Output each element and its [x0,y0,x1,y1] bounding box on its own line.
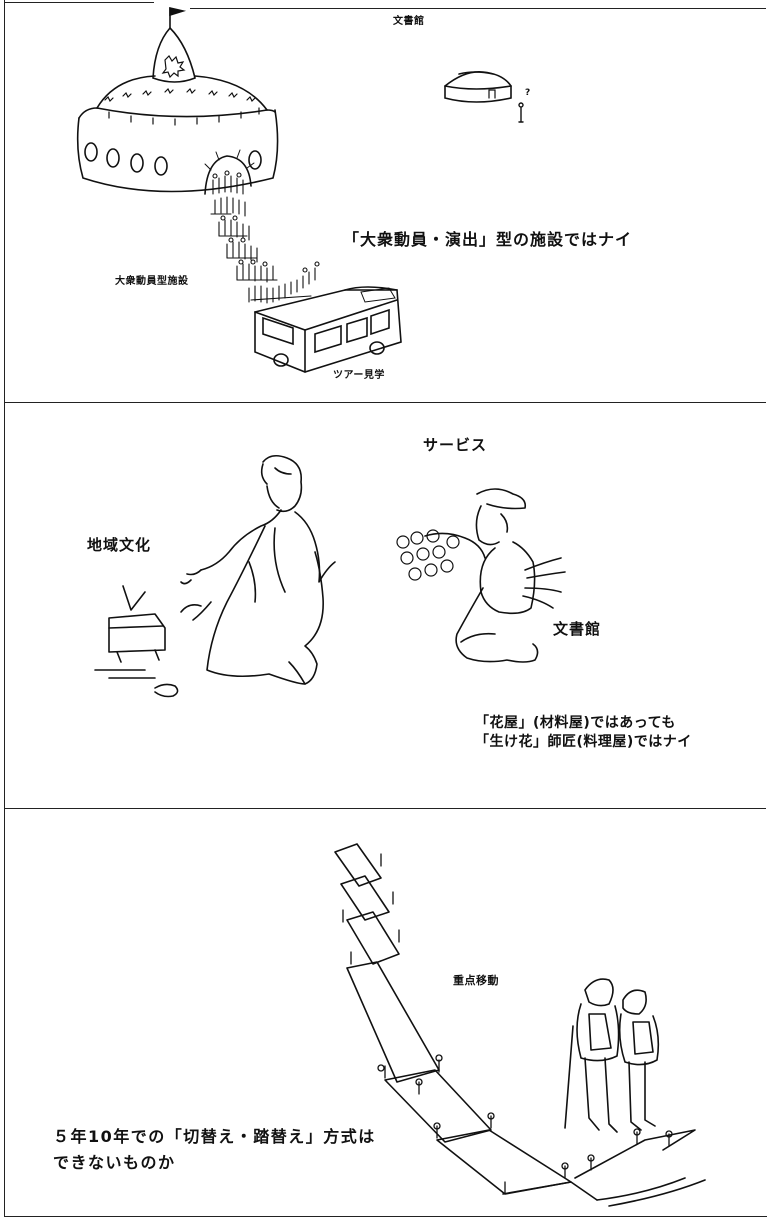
panel3-drawing [334,843,706,1207]
caption-line-1: ５年10年での「切替え・踏替え」方式は [53,1127,376,1146]
path-posts [342,853,673,1195]
dome-top-cone [152,26,196,83]
caption-switching-method: ５年10年での「切替え・踏替え」方式は できないものか [53,1124,376,1175]
flag-icon [169,6,187,29]
dome-drum [76,109,279,193]
dome-lights [104,87,260,126]
label-mass-facility: 大衆動員型施設 [115,276,189,287]
deliveryman-figure [396,488,566,663]
drum-windows [84,142,262,176]
label-archive: 文書館 [393,16,425,27]
label-question-mark: ? [525,88,531,98]
caption-line-2: 「生け花」師匠(料理屋)ではナイ [475,733,692,750]
label-regional-culture: 地域文化 [87,536,152,554]
hikers-figure [564,978,660,1133]
kneeling-woman-figure [180,454,336,685]
crowd [210,170,320,304]
label-archive: 文書館 [553,620,602,638]
panel-flower-shop: サービス 地域文化 文書館 「花屋」(材料屋)ではあっても 「生け花」師匠(料理… [5,402,767,808]
panel2-drawing [94,454,566,698]
person-question-icon [518,102,524,123]
caption-flower-shop: 「花屋」(材料屋)ではあっても 「生け花」師匠(料理屋)ではナイ [475,714,692,752]
regional-culture-box [94,585,179,698]
panel-mass-mobilization: 文書館 ? 「大衆動員・演出」型の施設ではナイ 大衆動員型施設 ツアー見学 [5,0,767,402]
panel-priority-shift: 重点移動 ５年10年での「切替え・踏替え」方式は できないものか [5,808,767,1216]
caption-line-2: できないものか [53,1152,176,1172]
dome-entrance [204,155,252,195]
panel-divider-1 [4,402,766,403]
panel1-drawing [76,6,524,373]
panel-divider-2 [4,808,766,809]
top-border-left [4,2,154,3]
dome-roof [96,75,268,111]
label-priority-move: 重点移動 [453,974,499,987]
caption-mass-mobilization: 「大衆動員・演出」型の施設ではナイ [343,230,633,249]
caption-line-1: 「花屋」(材料屋)ではあっても [475,715,676,731]
label-tour: ツアー見学 [333,370,385,381]
label-service: サービス [423,436,488,454]
archive-building-icon [444,70,512,103]
page-frame [4,0,767,1217]
top-border-right [190,8,766,9]
tour-bus-icon [254,286,402,373]
flowers-bundle [396,529,460,581]
